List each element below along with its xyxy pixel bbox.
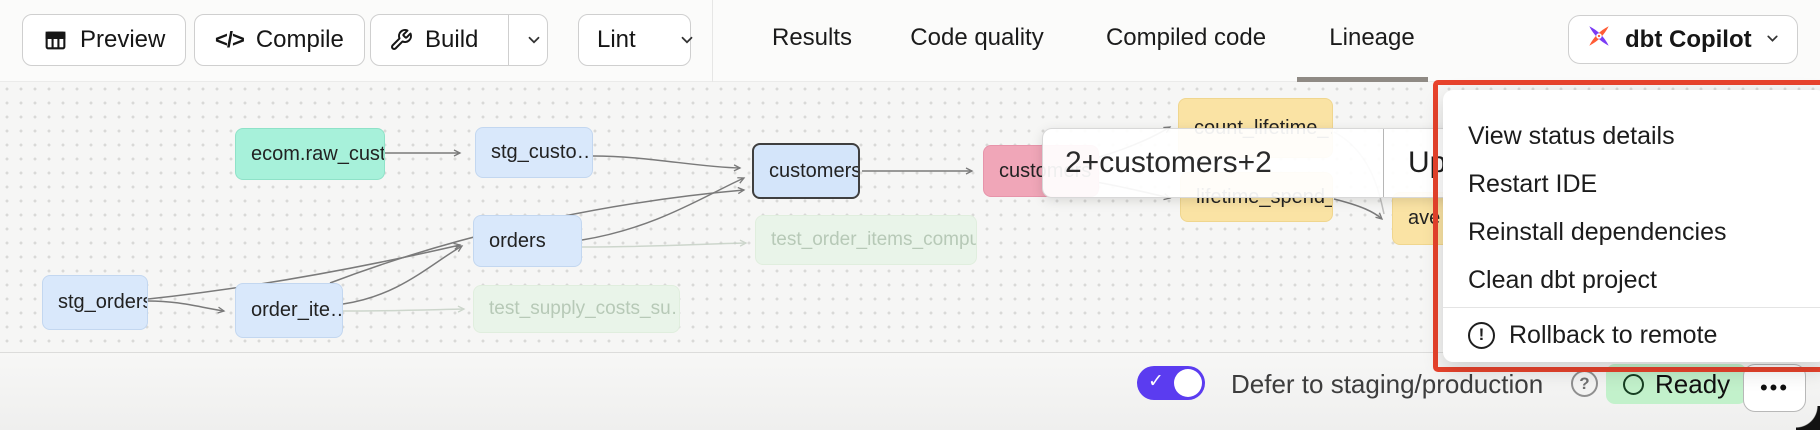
status-circle-icon (1623, 373, 1644, 395)
tab-results[interactable]: Results (771, 24, 853, 51)
build-dropdown-button[interactable] (521, 15, 547, 65)
tab-compiled-code[interactable]: Compiled code (1105, 24, 1267, 51)
code-icon: </> (215, 27, 245, 52)
defer-label: Defer to staging/production (1231, 369, 1544, 399)
build-button[interactable]: Build (371, 15, 496, 65)
chevron-down-icon (1764, 26, 1781, 54)
tab-code-quality[interactable]: Code quality (910, 24, 1044, 51)
node-label: test_order_items_comput… (771, 229, 976, 250)
tab-lineage[interactable]: Lineage (1329, 24, 1415, 51)
update-graph-button[interactable]: Up (1383, 129, 1521, 197)
preview-label: Preview (80, 26, 166, 53)
toolbar-separator (712, 0, 713, 82)
node-label: stg_orders (58, 291, 148, 313)
node-label: test_supply_costs_su… (489, 298, 680, 319)
window-corner (1796, 406, 1820, 430)
node-test-order-items[interactable]: test_order_items_comput… (755, 215, 977, 265)
lint-split-button: Lint (578, 14, 693, 66)
chevron-down-icon (525, 31, 543, 49)
overflow-menu-button[interactable]: ••• (1743, 364, 1806, 412)
defer-toggle[interactable]: ✓ (1137, 366, 1205, 400)
status-bar: ✓ Defer to staging/production ? Ready ••… (0, 352, 1820, 430)
node-label: ave (1408, 207, 1441, 229)
menu-item-label: Rollback to remote (1509, 320, 1718, 349)
top-toolbar: Preview </> Compile Build Lint (0, 0, 1820, 82)
annotation-highlight-box: View status details Restart IDE Reinstal… (1433, 80, 1820, 372)
menu-item-rollback-to-remote[interactable]: ! Rollback to remote (1443, 311, 1820, 359)
lint-label: Lint (597, 26, 636, 53)
help-icon[interactable]: ? (1571, 370, 1598, 397)
active-tab-indicator (1297, 77, 1428, 82)
node-stg-orders[interactable]: stg_orders (42, 275, 148, 330)
build-split-button: Build (370, 14, 548, 66)
node-label: order_ite… (251, 299, 343, 321)
node-orders[interactable]: orders (473, 215, 582, 267)
compile-label: Compile (255, 26, 344, 53)
wrench-icon (389, 28, 413, 52)
preview-button[interactable]: Preview (22, 14, 187, 66)
compile-button[interactable]: </> Compile (194, 14, 365, 66)
menu-item-reinstall-dependencies[interactable]: Reinstall dependencies (1468, 217, 1727, 246)
menu-item-clean-dbt-project[interactable]: Clean dbt project (1468, 265, 1658, 294)
node-source-ecom-raw-customers[interactable]: ecom.raw_cust… (235, 128, 385, 180)
build-label: Build (425, 26, 479, 53)
lineage-selector-input[interactable]: 2+customers+2 (1043, 129, 1383, 197)
node-stg-customers[interactable]: stg_custo… (475, 127, 593, 178)
dbt-copilot-label: dbt Copilot (1625, 25, 1752, 53)
toggle-knob (1174, 369, 1202, 397)
chevron-down-icon (678, 31, 696, 49)
lineage-selector-value: 2+customers+2 (1065, 146, 1272, 179)
warning-icon: ! (1468, 321, 1495, 349)
table-icon (43, 28, 68, 53)
update-graph-label: Up (1408, 146, 1447, 179)
dbt-copilot-button[interactable]: dbt Copilot (1568, 15, 1798, 64)
node-label: orders (489, 229, 546, 252)
node-order-items[interactable]: order_ite… (235, 283, 343, 338)
status-label: Ready (1655, 368, 1731, 399)
menu-item-view-status-details[interactable]: View status details (1468, 121, 1675, 150)
node-label: stg_custo… (491, 141, 593, 163)
dbt-copilot-icon (1585, 22, 1613, 57)
node-customers-selected[interactable]: customers (752, 143, 860, 199)
node-label: ecom.raw_cust… (251, 142, 385, 165)
lint-button[interactable]: Lint (579, 15, 654, 65)
button-divider (508, 15, 509, 65)
check-icon: ✓ (1148, 371, 1164, 392)
ide-options-menu: View status details Restart IDE Reinstal… (1443, 90, 1820, 362)
menu-divider (1443, 307, 1820, 308)
menu-item-restart-ide[interactable]: Restart IDE (1468, 169, 1598, 198)
node-label: customers (769, 159, 860, 182)
lint-dropdown-button[interactable] (678, 15, 696, 65)
node-test-supply-costs[interactable]: test_supply_costs_su… (473, 285, 680, 333)
